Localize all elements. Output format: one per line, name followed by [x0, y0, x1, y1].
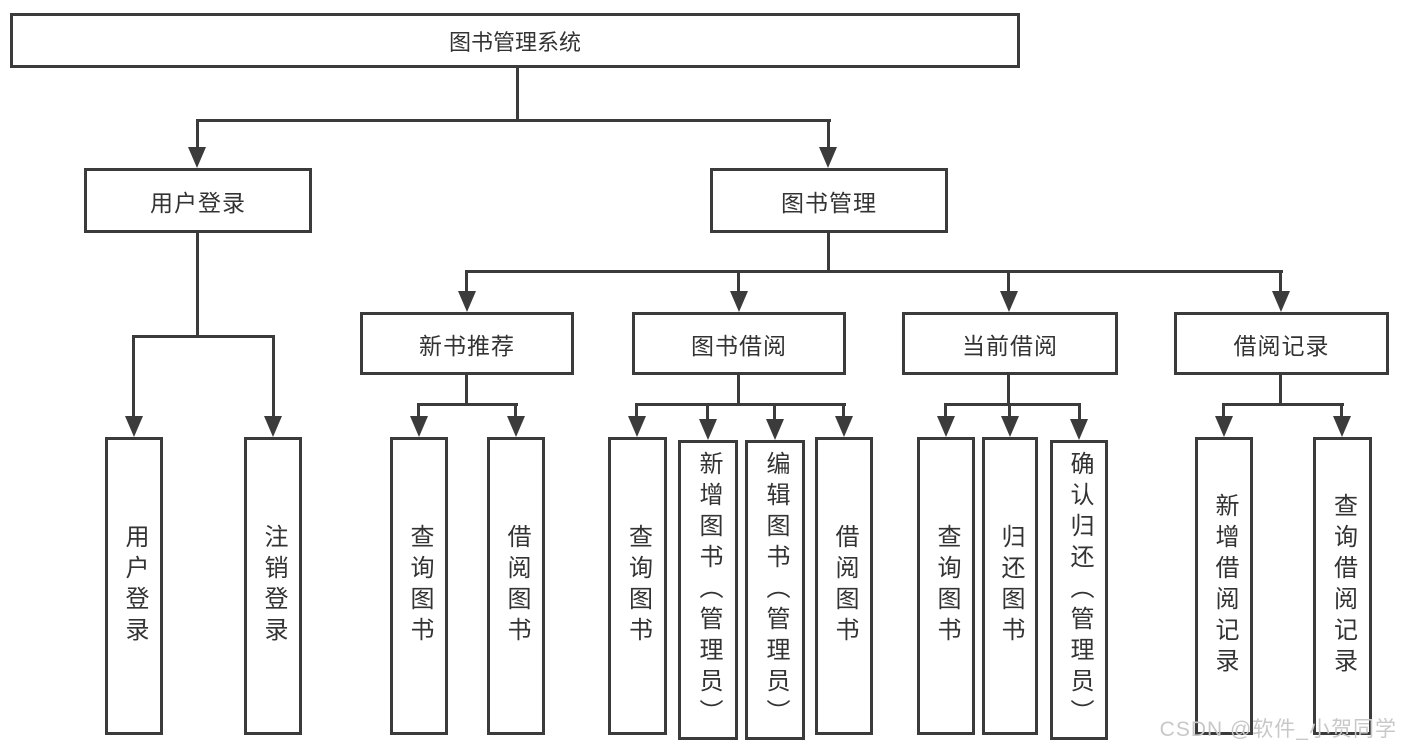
leaf-query-book-current: 查询图书 — [917, 437, 975, 735]
leaf-label: 注销登录 — [260, 524, 287, 648]
arrowhead-borrow-records-icon — [1272, 291, 1290, 312]
arrowhead-bb-borrow-icon — [835, 416, 853, 437]
arrowhead-br-add-icon — [1215, 416, 1233, 437]
leaf-query-book-recommend: 查询图书 — [390, 437, 448, 735]
leaf-label: 归还图书 — [997, 524, 1024, 648]
leaf-edit-book-admin: 编辑图书（管理员） — [745, 440, 805, 740]
leaf-add-book-admin: 新增图书（管理员） — [678, 440, 738, 740]
arrowhead-bb-query-icon — [628, 416, 646, 437]
leaf-borrow-book-recommend: 借阅图书 — [487, 437, 545, 735]
leaf-confirm-return-admin: 确认归还（管理员） — [1050, 440, 1108, 740]
connector-drop-bb-edit — [773, 403, 776, 423]
leaf-label: 借阅图书 — [503, 524, 530, 648]
arrowhead-book-management-icon — [819, 147, 837, 168]
leaf-query-borrow-record: 查询借阅记录 — [1313, 437, 1372, 735]
connector-user-login-stem — [196, 233, 199, 338]
connector-drop-borrow-records — [1279, 270, 1282, 296]
node-root: 图书管理系统 — [10, 13, 1020, 68]
node-borrow-records: 借阅记录 — [1174, 312, 1389, 375]
leaf-label: 查询图书 — [624, 524, 652, 648]
connector-new-book-distributor — [417, 403, 518, 406]
leaf-query-book-borrow: 查询图书 — [608, 437, 667, 735]
arrowhead-current-borrow-icon — [1000, 291, 1018, 312]
connector-current-borrow-stem — [1007, 375, 1010, 406]
connector-drop-br-query — [1340, 403, 1343, 421]
connector-drop-bb-add — [706, 403, 709, 423]
connector-book-borrow-distributor — [635, 403, 846, 406]
node-book-borrow: 图书借阅 — [632, 312, 846, 375]
connector-book-management-stem — [827, 233, 830, 273]
connector-level3-distributor — [465, 270, 1283, 273]
connector-book-borrow-stem — [737, 375, 740, 406]
connector-current-borrow-distributor — [944, 403, 1081, 406]
leaf-label: 查询图书 — [933, 524, 960, 648]
node-user-login: 用户登录 — [84, 168, 312, 233]
leaf-label: 查询图书 — [406, 524, 433, 648]
connector-drop-leaf-logout — [272, 335, 275, 421]
connector-drop-br-add — [1222, 403, 1225, 421]
arrowhead-nb-borrow-icon — [507, 416, 525, 437]
csdn-watermark: CSDN @软件_小贺同学 — [1159, 718, 1397, 741]
leaf-borrow-book: 借阅图书 — [815, 437, 873, 735]
arrowhead-cb-query-icon — [937, 416, 955, 437]
arrowhead-cb-confirm-icon — [1070, 419, 1088, 440]
arrowhead-br-query-icon — [1333, 416, 1351, 437]
arrowhead-new-book-icon — [458, 291, 476, 312]
arrowhead-book-borrow-icon — [730, 291, 748, 312]
leaf-logout: 注销登录 — [244, 437, 302, 735]
leaf-label: 查询借阅记录 — [1329, 493, 1357, 679]
leaf-label: 确认归还（管理员） — [1066, 450, 1093, 730]
leaf-label: 新增借阅记录 — [1211, 493, 1238, 679]
connector-borrow-records-distributor — [1222, 403, 1344, 406]
connector-drop-leaf-login — [132, 335, 135, 421]
leaf-return-book: 归还图书 — [982, 437, 1038, 735]
arrowhead-leaf-login-icon — [125, 416, 143, 437]
connector-level2-distributor — [196, 119, 831, 122]
connector-new-book-stem — [465, 375, 468, 406]
connector-drop-cb-return — [1008, 403, 1011, 421]
node-current-borrow: 当前借阅 — [902, 312, 1118, 375]
leaf-add-borrow-record: 新增借阅记录 — [1195, 437, 1253, 735]
connector-borrow-records-stem — [1279, 375, 1282, 406]
connector-drop-user-login — [196, 119, 199, 152]
arrowhead-nb-query-icon — [410, 416, 428, 437]
connector-drop-cb-query — [944, 403, 947, 421]
connector-drop-bb-query — [635, 403, 638, 421]
arrowhead-bb-edit-icon — [766, 419, 784, 440]
connector-drop-nb-borrow — [514, 403, 517, 421]
connector-drop-nb-query — [417, 403, 420, 421]
connector-drop-bb-borrow — [842, 403, 845, 421]
connector-drop-current-borrow — [1007, 270, 1010, 296]
connector-drop-cb-confirm — [1078, 403, 1081, 423]
connector-drop-book-borrow — [737, 270, 740, 296]
leaf-label: 用户登录 — [121, 524, 148, 648]
leaf-label: 新增图书（管理员） — [695, 450, 722, 730]
arrowhead-leaf-logout-icon — [264, 416, 282, 437]
node-new-book-recommend: 新书推荐 — [360, 312, 574, 375]
arrowhead-user-login-icon — [188, 147, 206, 168]
node-book-management: 图书管理 — [710, 168, 948, 233]
arrowhead-bb-add-icon — [699, 419, 717, 440]
arrowhead-cb-return-icon — [1001, 416, 1019, 437]
leaf-user-login: 用户登录 — [105, 437, 163, 735]
connector-root-stem — [516, 68, 519, 122]
leaf-label: 编辑图书（管理员） — [762, 450, 789, 730]
leaf-label: 借阅图书 — [831, 524, 858, 648]
connector-drop-book-management — [827, 119, 830, 152]
connector-user-login-distributor — [132, 335, 275, 338]
connector-drop-new-book — [465, 270, 468, 296]
